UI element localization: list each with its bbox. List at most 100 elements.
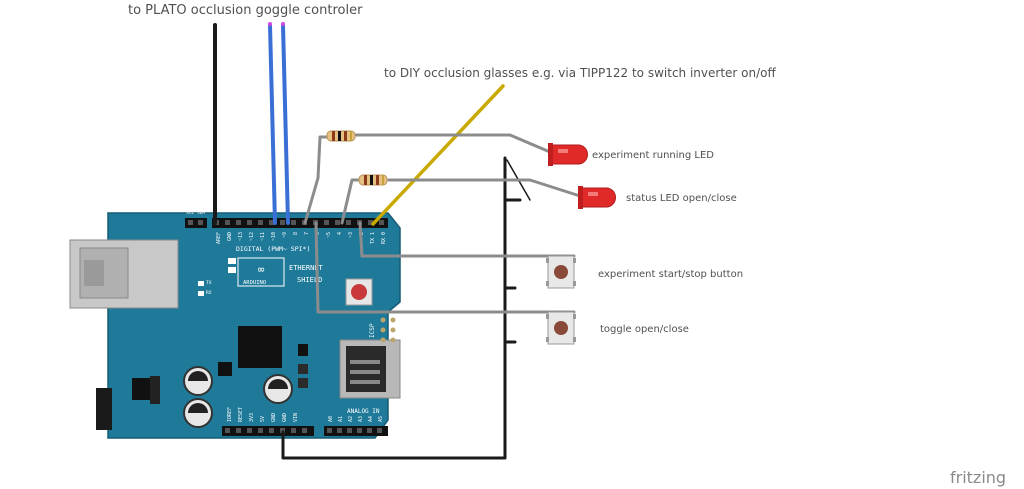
- header-pin: [346, 220, 351, 225]
- power-header: [222, 426, 314, 436]
- pin-label-15: RX 0: [381, 232, 387, 244]
- header-pin: [258, 428, 263, 433]
- pin-label-3: ~12: [249, 232, 255, 241]
- gnd-bus-wire: [281, 156, 507, 460]
- header-pin: [337, 428, 342, 433]
- pin-label-7: 8: [293, 232, 299, 235]
- pin-label-12: ~3: [348, 232, 354, 238]
- header-pin: [258, 220, 263, 225]
- ethernet-chip: [238, 326, 282, 368]
- power-pin-label-3: 5V: [260, 416, 266, 422]
- pin-label-14: TX 1: [370, 232, 376, 244]
- analog-pin-label-3: A3: [358, 416, 364, 422]
- header-pin: [198, 220, 203, 225]
- header-pin: [357, 428, 362, 433]
- header-pin: [367, 428, 372, 433]
- header-pin: [236, 220, 241, 225]
- pin-label-8: 7: [304, 232, 310, 235]
- brand-label: ARDUINO: [243, 280, 266, 286]
- analog-pin-label-4: A4: [368, 416, 374, 422]
- icsp-header: [380, 317, 396, 343]
- power-jack: [96, 388, 112, 430]
- wires: [213, 22, 582, 460]
- header-pin: [368, 220, 373, 225]
- reset-button: [345, 278, 373, 306]
- header-pin: [236, 428, 241, 433]
- button-toggle-wire: [314, 221, 576, 314]
- header-pin: [188, 220, 193, 225]
- svg-text:∞: ∞: [258, 263, 265, 276]
- power-pins: [225, 428, 382, 433]
- power-pin-label-1: RESET: [238, 407, 244, 422]
- analog-header: [324, 426, 388, 436]
- pin-label-9: ~6: [315, 232, 321, 238]
- button-toggle: [546, 311, 576, 345]
- analog-label: ANALOG IN: [347, 408, 380, 415]
- header-pin: [280, 220, 285, 225]
- pin-label-6: ~9: [282, 232, 288, 238]
- header-pin: [280, 428, 285, 433]
- arduino-logo: [237, 257, 285, 287]
- header-pin: [377, 428, 382, 433]
- pin-label-1: GND: [227, 232, 233, 241]
- label-button-toggle: toggle open/close: [600, 324, 689, 335]
- pin-label-2: ~13: [238, 232, 244, 241]
- label-button-start: experiment start/stop button: [598, 269, 743, 280]
- label-plato: to PLATO occlusion goggle controler: [128, 3, 363, 18]
- header-pin: [247, 428, 252, 433]
- resistor-running: [326, 130, 356, 142]
- analog-pin-label-2: A2: [348, 416, 354, 422]
- header-pin: [269, 428, 274, 433]
- small-label-tx: TX: [206, 280, 212, 286]
- digital-header: [212, 218, 388, 228]
- analog-pin-label-5: A5: [378, 416, 384, 422]
- led-status-wire: [340, 178, 360, 225]
- led-running-wire: [303, 135, 329, 225]
- plato-wire-1: [268, 23, 277, 225]
- led-running: [548, 143, 588, 166]
- header-pin: [324, 220, 329, 225]
- header-pin: [291, 220, 296, 225]
- header-pin: [247, 220, 252, 225]
- resistor-status: [358, 174, 388, 186]
- button-start-stop: [546, 255, 576, 289]
- small-label-rx: RX: [206, 290, 212, 296]
- header-pin: [327, 428, 332, 433]
- power-pin-label-6: VIN: [293, 413, 299, 422]
- shield-name-line-2: SHIELD: [297, 276, 322, 284]
- analog-pin-label-1: A1: [338, 416, 344, 422]
- pin-label-5: ~10: [271, 232, 277, 241]
- small-label-scl: SCL: [186, 210, 194, 216]
- button-start-wire: [358, 221, 576, 258]
- pin-label-0: AREF: [216, 232, 222, 244]
- header-pin: [379, 220, 384, 225]
- header-pin: [225, 220, 230, 225]
- analog-pin-label-0: A0: [328, 416, 334, 422]
- power-pin-label-5: GND: [282, 413, 288, 422]
- pin-label-11: 4: [337, 232, 343, 235]
- label-diy-glasses: to DIY occlusion glasses e.g. via TIPP12…: [384, 66, 776, 80]
- shield-name-line-1: ETHERNET: [289, 264, 324, 272]
- header-pin: [347, 428, 352, 433]
- pin-label-4: ~11: [260, 232, 266, 241]
- label-led-status: status LED open/close: [626, 193, 737, 204]
- label-led-running: experiment running LED: [592, 150, 714, 161]
- fritzing-watermark: fritzing: [950, 468, 1006, 487]
- plato-wire-2: [281, 23, 290, 225]
- analog-pin-labels: A0 A1 A2 A3 A4 A5: [328, 416, 384, 422]
- header-pin: [225, 428, 230, 433]
- diy-glasses-wire: [371, 84, 505, 226]
- digital-header-label: DIGITAL (PWM~ SPI*): [236, 245, 310, 253]
- small-label-sda: SDA: [197, 210, 205, 216]
- icsp-label: ICSP: [369, 323, 376, 338]
- header-pin: [302, 428, 307, 433]
- power-pin-label-4: GND: [271, 413, 277, 422]
- header-pin: [269, 220, 274, 225]
- header-pin: [291, 428, 296, 433]
- pin-label-10: ~5: [326, 232, 332, 238]
- power-pin-label-0: IOREF: [227, 407, 233, 422]
- led-status: [578, 186, 616, 209]
